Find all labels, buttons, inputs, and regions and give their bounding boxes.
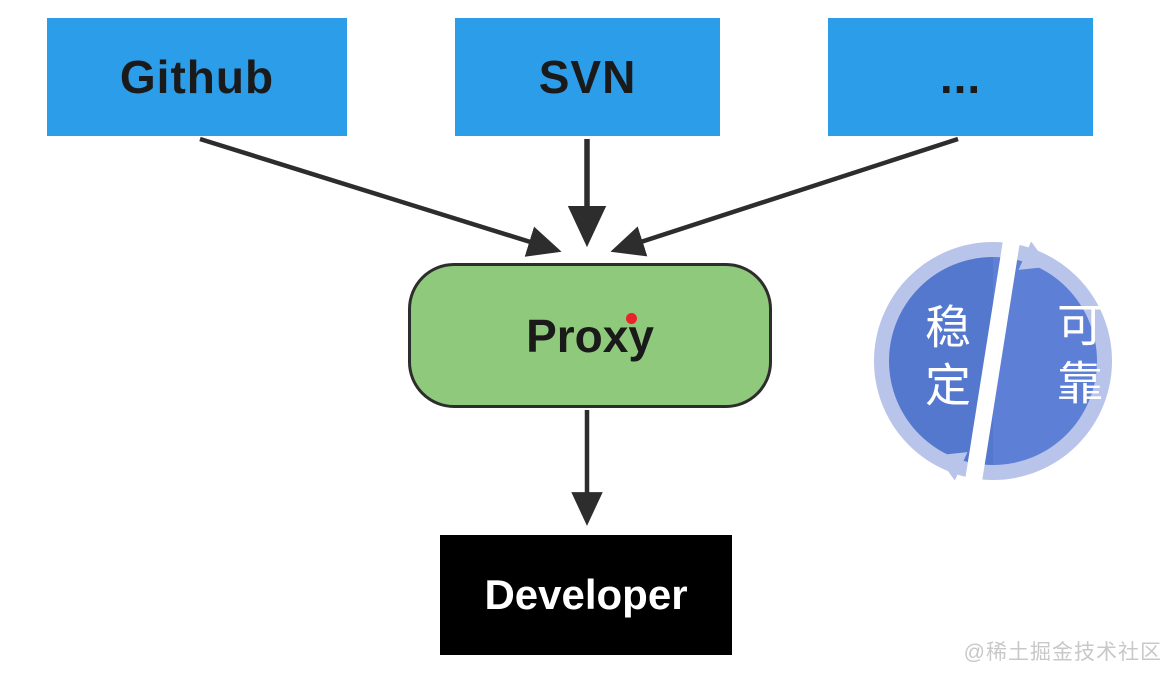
badge-label-stable: 稳定 bbox=[919, 303, 971, 419]
cursor-dot bbox=[626, 313, 637, 324]
node-more-label: ... bbox=[939, 51, 982, 103]
node-proxy: Proxy bbox=[408, 263, 772, 408]
badge-label-reliable: 可靠 bbox=[1051, 301, 1103, 417]
cycle-arrow-bottom-icon bbox=[936, 452, 968, 481]
cycle-badge: 稳定 可靠 bbox=[862, 225, 1124, 497]
cycle-outer-ring-icon bbox=[874, 242, 1112, 480]
cycle-gap bbox=[965, 239, 1020, 483]
node-svn-label: SVN bbox=[538, 51, 637, 103]
node-developer-label: Developer bbox=[484, 571, 688, 618]
node-github-label: Github bbox=[119, 51, 275, 103]
node-svn: SVN bbox=[455, 18, 720, 136]
node-more: ... bbox=[828, 18, 1093, 136]
arrow-github-to-proxy bbox=[199, 136, 562, 257]
node-github: Github bbox=[47, 18, 347, 136]
watermark: @稀土掘金技术社区 bbox=[963, 641, 1162, 664]
node-developer: Developer bbox=[440, 535, 732, 655]
cycle-right-half-icon bbox=[993, 257, 1097, 465]
cycle-left-half-icon bbox=[889, 257, 993, 465]
cycle-arrow-top-icon bbox=[1018, 241, 1050, 270]
cycle-icon bbox=[874, 239, 1112, 483]
